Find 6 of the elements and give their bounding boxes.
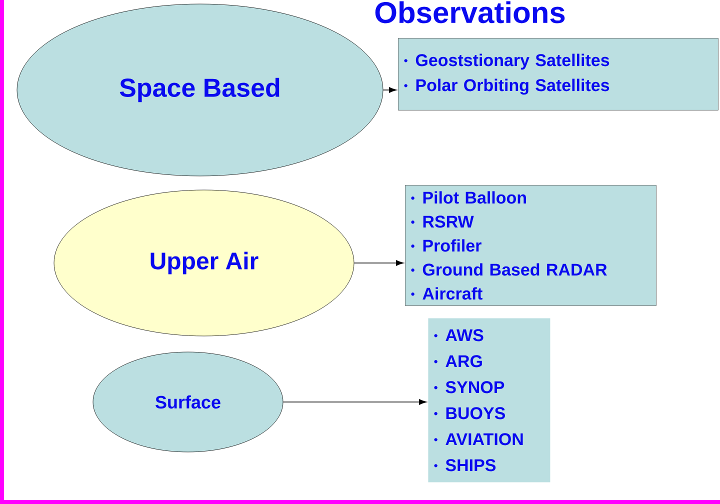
list-box: Pilot Balloon RSRW Profiler Ground Based RADAR Aircraft <box>405 185 656 306</box>
list-box: Geoststionary Satellites Polar Orbiting Satellites <box>398 38 718 110</box>
arrow <box>354 260 404 266</box>
list-box: AWS ARG SYNOP BUOYS AVIATION SHIPS <box>428 318 550 482</box>
arrow <box>382 87 397 93</box>
arrow <box>282 399 427 405</box>
